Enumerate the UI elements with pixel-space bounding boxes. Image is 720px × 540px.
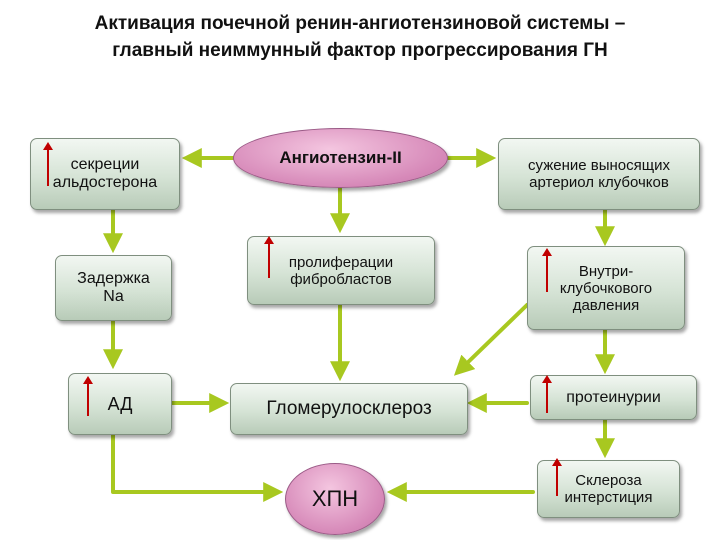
node-ckd-label: ХПН — [311, 486, 359, 511]
node-angiotensin-ii: Ангиотензин-II — [233, 128, 448, 188]
node-glomerulosclerosis-label: Гломерулосклероз — [266, 398, 432, 419]
increase-arrow-icon — [552, 458, 562, 496]
node-efferent-vasoconstriction: сужение выносящих артериол клубочков — [498, 138, 700, 210]
title-line-1: Активация почечной ренин-ангиотензиновой… — [94, 13, 626, 34]
increase-arrow-icon — [542, 375, 552, 413]
node-bp-label: АД — [107, 393, 133, 414]
node-sodium-retention: Задержка Na — [55, 255, 172, 321]
arrow-pressure-to-glomerulosclerosis — [453, 303, 529, 376]
slide-title: Активация почечной ренин-ангиотензиновой… — [0, 10, 720, 64]
node-interstitial-sclerosis: Склероза интерстиция — [537, 460, 680, 518]
node-angiotensin-label: Ангиотензин-II — [279, 148, 402, 167]
increase-arrow-icon — [43, 142, 53, 186]
node-glomerulosclerosis: Гломерулосклероз — [230, 383, 468, 435]
node-sodium-label: Задержка Na — [77, 270, 150, 305]
node-chronic-renal-failure: ХПН — [285, 463, 385, 535]
node-sclerosis-label: Склероза интерстиция — [564, 472, 653, 506]
arrow-bp-to-ckd — [111, 433, 284, 502]
node-proteinuria-label: протеинурии — [566, 388, 661, 406]
node-fibroblast-proliferation: пролиферации фибробластов — [247, 236, 435, 305]
node-pressure-label: Внутри- клубочкового давления — [559, 262, 653, 314]
increase-arrow-icon — [264, 236, 274, 278]
title-line-2: главный неиммунный фактор прогрессирован… — [112, 40, 608, 61]
node-aldosterone-label: секреции альдостерона — [52, 156, 158, 191]
node-aldosterone-secretion: секреции альдостерона — [30, 138, 180, 210]
node-proteinuria: протеинурии — [530, 375, 697, 420]
increase-arrow-icon — [83, 376, 93, 416]
node-vasoconstriction-label: сужение выносящих артериол клубочков — [528, 157, 670, 191]
node-intraglomerular-pressure: Внутри- клубочкового давления — [527, 246, 685, 330]
node-fibroblasts-label: пролиферации фибробластов — [288, 253, 394, 288]
increase-arrow-icon — [542, 248, 552, 292]
